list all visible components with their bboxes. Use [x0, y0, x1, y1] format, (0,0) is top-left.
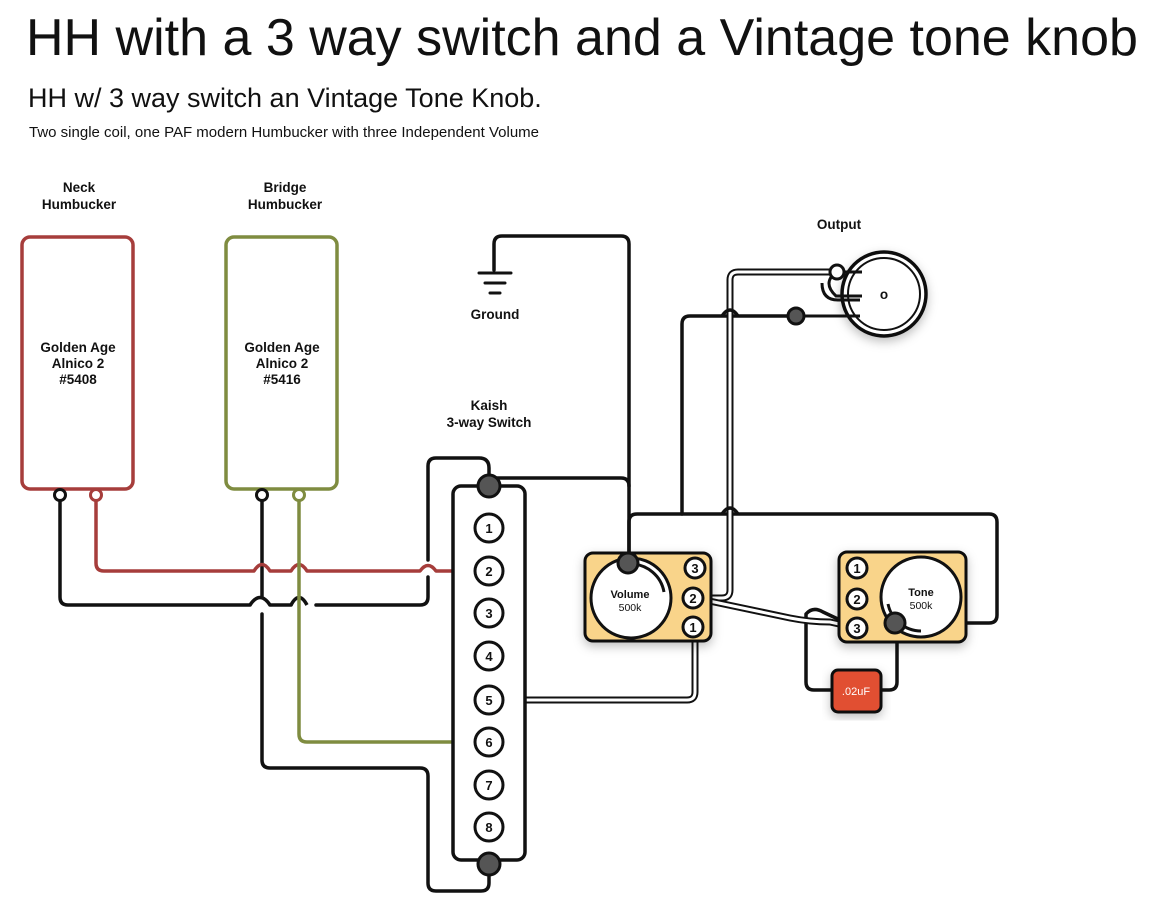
neck-pickup-line1: Golden Age — [40, 340, 116, 355]
switch-terminal-7-label: 7 — [485, 778, 492, 793]
volume-lug-3 — [683, 556, 707, 580]
output-jack-body — [840, 250, 928, 338]
volume-pot-lugs: 3 2 1 — [681, 556, 707, 639]
casing-ground-loop — [627, 512, 999, 625]
tone-lug-2-label: 2 — [853, 592, 860, 607]
bridge-hot-wire — [297, 493, 477, 744]
page-title: HH with a 3 way switch and a Vintage ton… — [26, 9, 1138, 67]
cap-right-wire — [878, 623, 899, 692]
switch-terminal-4 — [473, 640, 505, 672]
switch-top-loop — [426, 456, 491, 562]
volume-lug-2-label: 2 — [689, 591, 696, 606]
page-description: Two single coil, one PAF modern Humbucke… — [29, 124, 539, 141]
neck-pickup-line3: #5408 — [59, 372, 97, 387]
bridge-hot-terminal — [292, 488, 306, 502]
output-label: Output — [817, 217, 862, 232]
output-tip-bend — [820, 282, 860, 302]
output-jack-mark: o — [880, 287, 888, 302]
bridge-heading-line2: Humbucker — [248, 197, 323, 212]
colored-hops — [720, 308, 740, 516]
switch-terminal-4-label: 4 — [485, 649, 493, 664]
output-sleeve-wire — [680, 314, 797, 516]
tone-pot-lugs: 1 2 3 — [845, 556, 869, 640]
white-wires — [485, 268, 861, 704]
tone-pot-casing-lug — [883, 611, 907, 635]
bridge-ground-terminal — [255, 488, 269, 502]
switch-terminals: 1 2 3 4 5 6 7 8 — [473, 512, 505, 843]
switch-heading-line2: 3-way Switch — [447, 415, 532, 430]
ground-label: Ground — [471, 307, 520, 322]
tone-lug-1 — [845, 556, 869, 580]
tone-lug-3-label: 3 — [853, 621, 860, 636]
neck-heading-line1: Neck — [63, 180, 96, 195]
bridge-pickup-line1: Golden Age — [244, 340, 320, 355]
switch-terminal-5 — [473, 684, 505, 716]
switch-terminal-3 — [473, 597, 505, 629]
volume-lug-2 — [681, 586, 705, 610]
tone-lug-2 — [845, 587, 869, 611]
capacitor-value: .02uF — [842, 686, 870, 698]
switch-terminal-6 — [473, 726, 505, 758]
output-tip-terminal — [828, 263, 846, 281]
neck-pickup — [20, 235, 135, 491]
tone-lug-1-label: 1 — [853, 561, 860, 576]
volume-pot-value: 500k — [619, 602, 643, 614]
bridge-pickup-line2: Alnico 2 — [256, 356, 309, 371]
switch-bottom-lug — [476, 851, 502, 877]
bridge-pickup-line3: #5416 — [263, 372, 301, 387]
bridge-black-wire — [260, 493, 491, 893]
switch-terminal-8-label: 8 — [485, 820, 492, 835]
cap-left-wire — [804, 607, 859, 692]
switch-terminal-1 — [473, 512, 505, 544]
output-jack-inner — [847, 257, 921, 331]
tone-capacitor — [830, 668, 883, 714]
neck-ground-terminal — [53, 488, 67, 502]
output-jack: o — [786, 250, 928, 338]
bridge-pickup — [224, 235, 339, 491]
output-sleeve-terminal — [786, 306, 806, 326]
neck-black-wire — [58, 493, 252, 607]
switch-heading-line1: Kaish — [471, 398, 508, 413]
switch-terminal-1-label: 1 — [485, 521, 492, 536]
switch-top-wire — [487, 476, 631, 488]
page-subtitle: HH w/ 3 way switch an Vintage Tone Knob. — [28, 83, 542, 113]
switch-terminal-2 — [473, 555, 505, 587]
volume-lug-3-label: 3 — [691, 561, 698, 576]
switch-terminal-3-label: 3 — [485, 606, 492, 621]
bridge-heading-line1: Bridge — [264, 180, 307, 195]
switch-terminal-2-label: 2 — [485, 564, 492, 579]
switch-lug2-backwire — [314, 575, 430, 607]
tone-lug-3 — [845, 616, 869, 640]
volume-lug-1-label: 1 — [689, 620, 696, 635]
switch-terminal-5-label: 5 — [485, 693, 492, 708]
volume-pot-casing-lug — [616, 551, 640, 575]
volume-pot-name: Volume — [611, 589, 650, 601]
neck-hot-wire — [94, 493, 477, 573]
neck-heading-line2: Humbucker — [42, 197, 117, 212]
ground-icon — [477, 271, 513, 295]
tone-pot-value: 500k — [910, 600, 934, 612]
switch-terminal-6-label: 6 — [485, 735, 492, 750]
ground-wire — [492, 234, 631, 562]
tone-pot-name: Tone — [908, 587, 933, 599]
switch-terminal-7 — [473, 769, 505, 801]
switch-terminal-8 — [473, 811, 505, 843]
neck-hot-terminal — [89, 488, 103, 502]
black-wires — [58, 234, 999, 893]
neck-pickup-line2: Alnico 2 — [52, 356, 105, 371]
volume-lug-1 — [681, 615, 705, 639]
switch-top-lug — [476, 473, 502, 499]
